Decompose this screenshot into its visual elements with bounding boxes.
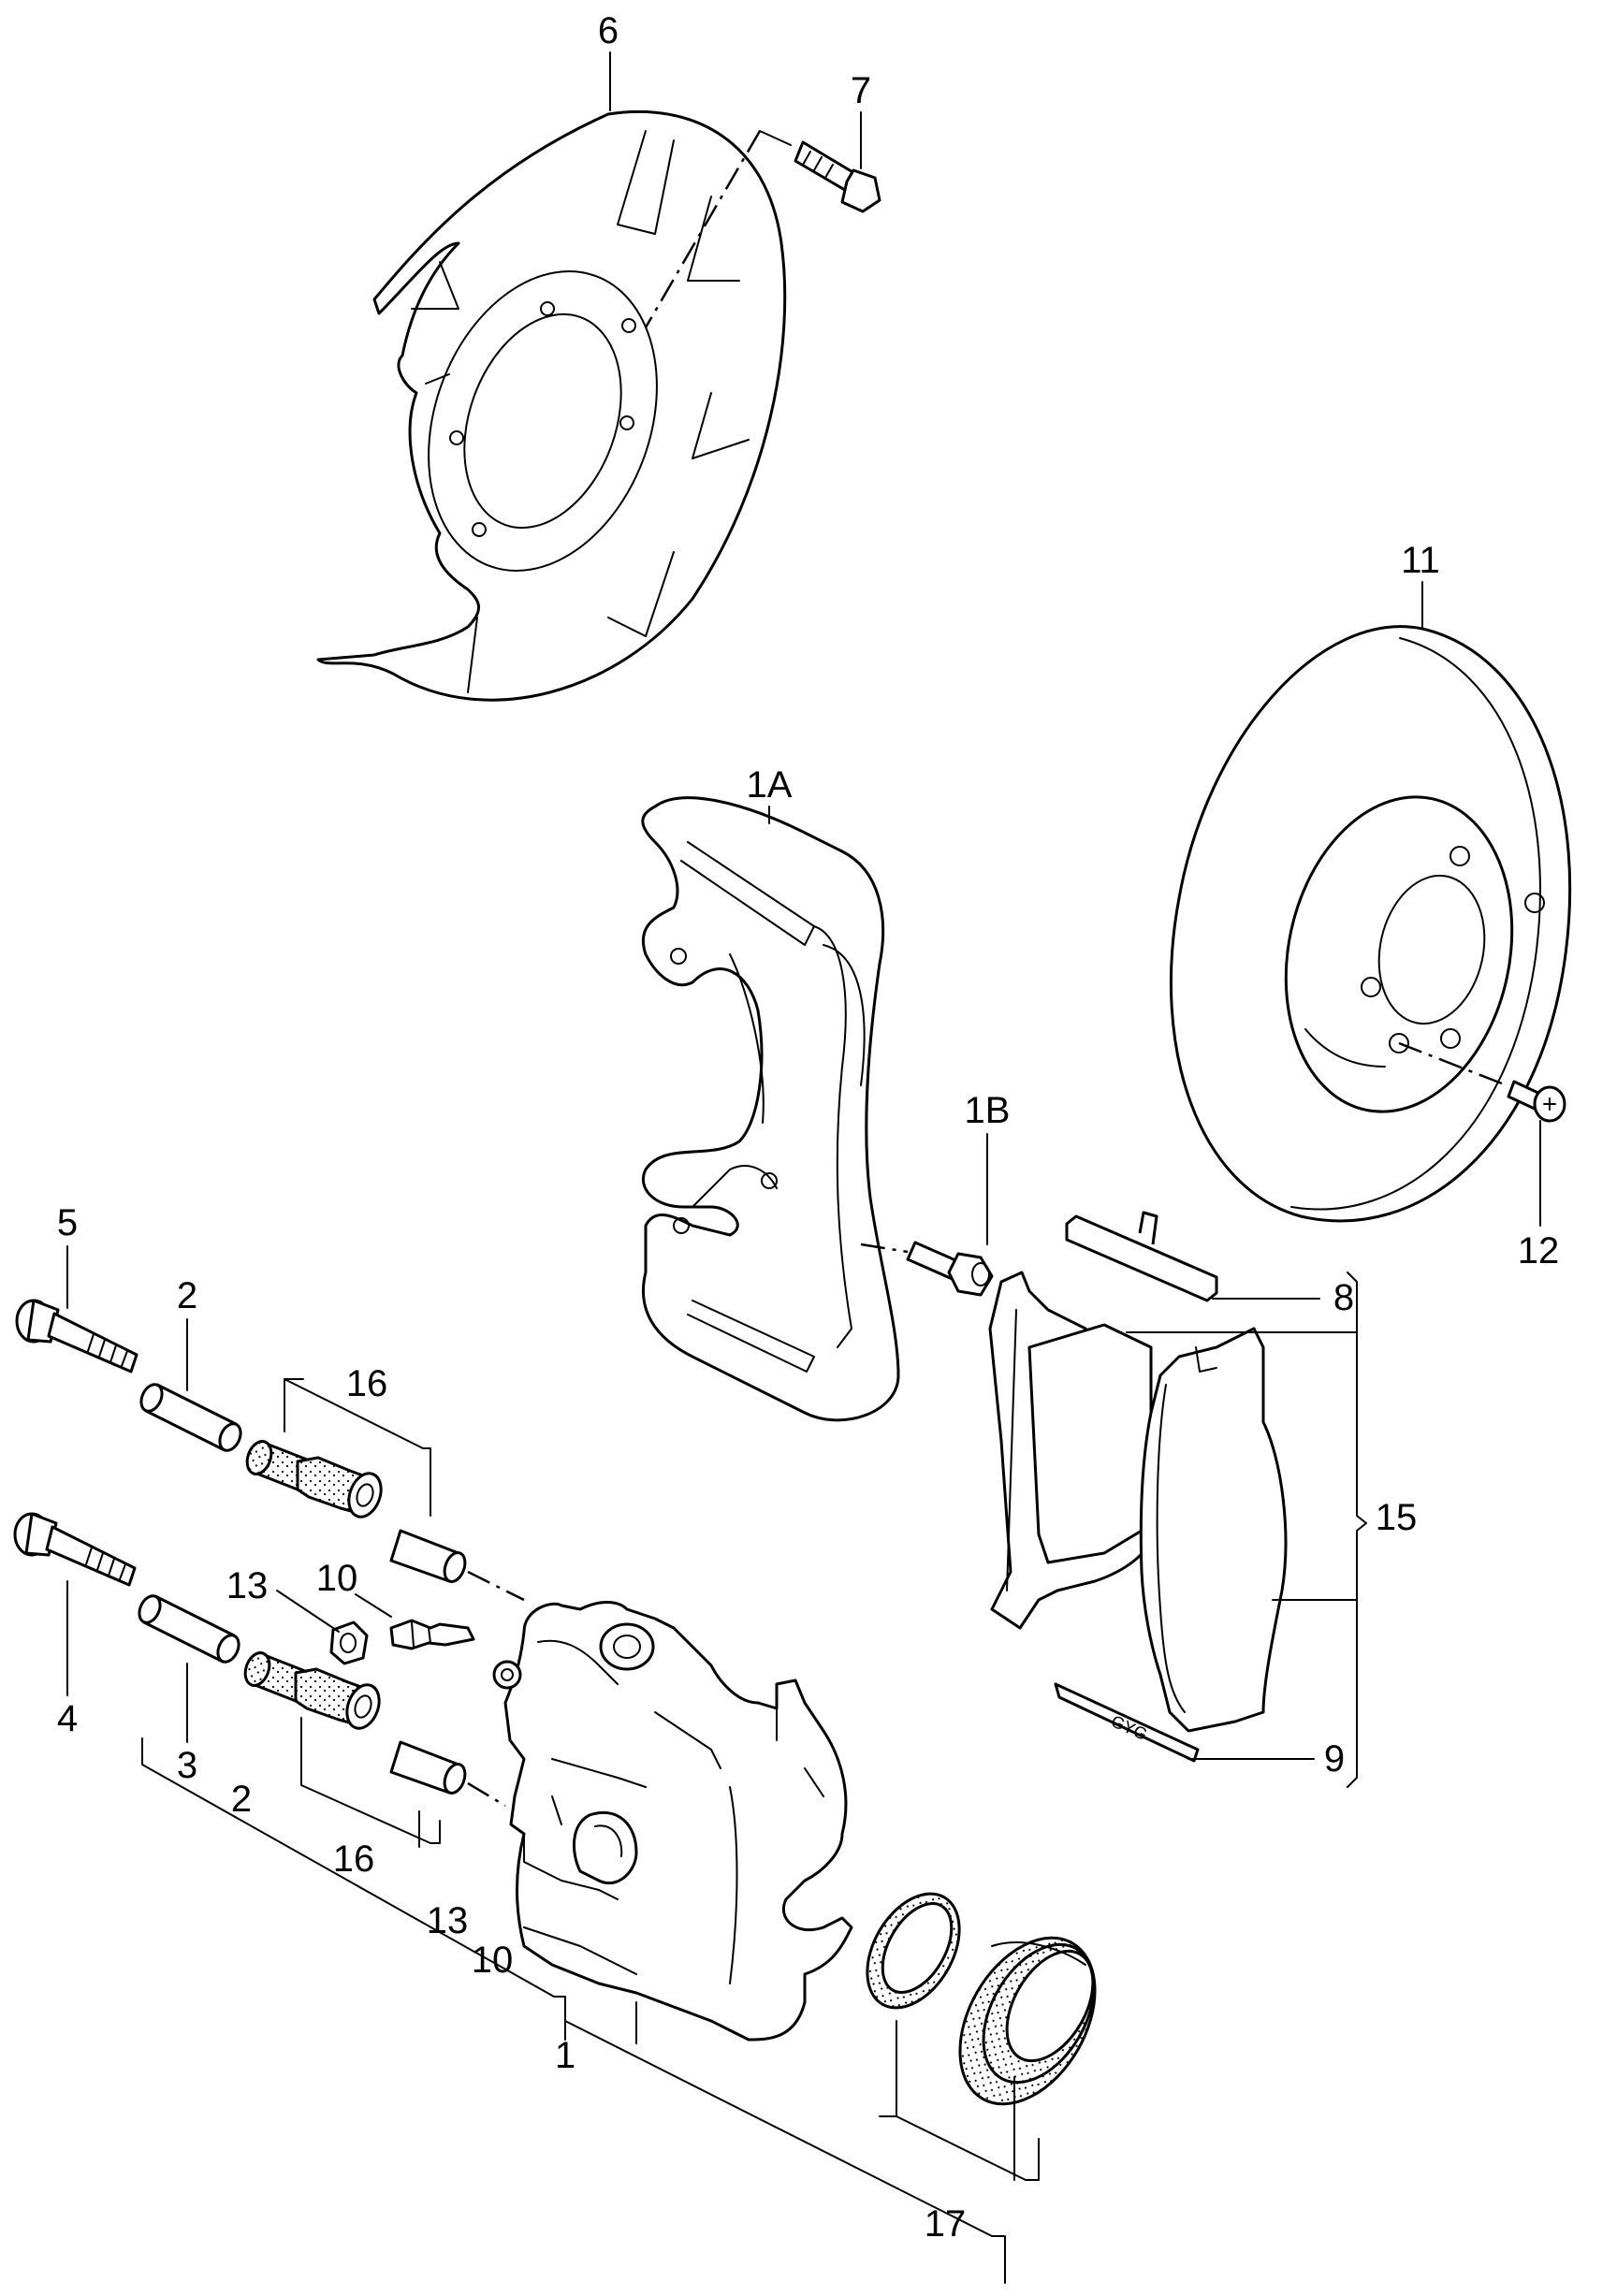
- callout-1A: 1A: [747, 764, 793, 806]
- axis-bushing-bottom: [467, 1781, 506, 1808]
- callout-11: 11: [1401, 540, 1440, 581]
- bushing-16-top: [245, 1440, 383, 1519]
- callout-2-bottom: 2: [231, 1779, 252, 1820]
- splash-shield: [316, 109, 787, 702]
- callout-4: 4: [57, 1698, 78, 1739]
- leader-10-top: [355, 1593, 392, 1618]
- callout-5: 5: [57, 1202, 78, 1243]
- bushing-16-bottom: [243, 1651, 381, 1730]
- callout-15: 15: [1376, 1497, 1418, 1538]
- piston-seal: [866, 1892, 961, 2010]
- pad-spring-9: GYG: [1054, 1682, 1200, 1763]
- callout-13-top: 13: [226, 1565, 269, 1606]
- axis-12: [1398, 1041, 1508, 1087]
- sleeve-cap-bottom: [389, 1740, 467, 1795]
- bolt-7: [794, 140, 881, 213]
- caliper-housing: [492, 1601, 853, 2042]
- callout-3: 3: [177, 1745, 197, 1786]
- callout-10-bottom: 10: [472, 1940, 514, 1981]
- axis-1B: [860, 1242, 909, 1254]
- callout-12: 12: [1518, 1230, 1560, 1272]
- caliper-carrier: [641, 796, 900, 1422]
- callout-7: 7: [851, 70, 871, 111]
- callout-6: 6: [598, 10, 619, 51]
- bracket-15: [1347, 1272, 1367, 1788]
- guide-bolt-5: [15, 1299, 138, 1373]
- bolt-1B: [906, 1241, 994, 1297]
- bracket-1-right: [564, 2020, 1006, 2284]
- guide-sleeve-3: [138, 1594, 240, 1664]
- callout-9: 9: [1324, 1738, 1345, 1780]
- bleeder-cap-13: [329, 1620, 369, 1665]
- callout-16-bottom: 16: [333, 1838, 375, 1880]
- leader-13-top: [276, 1590, 340, 1633]
- sleeve-cap-top: [389, 1529, 467, 1583]
- callout-8: 8: [1333, 1277, 1354, 1318]
- guide-bolt-4: [13, 1512, 137, 1587]
- pad-clip-8: [1065, 1211, 1218, 1302]
- dust-boot: [958, 1936, 1097, 2106]
- callout-16-top: 16: [346, 1363, 388, 1404]
- bracket-16-top: [284, 1378, 431, 1517]
- bleeder-valve-10: [389, 1619, 475, 1650]
- guide-sleeve-2-top: [139, 1383, 242, 1452]
- bracket-17: [879, 2020, 1040, 2181]
- brake-disc: [1169, 625, 1572, 1223]
- callout-17: 17: [925, 2203, 967, 2245]
- axis-7: [644, 130, 762, 328]
- callout-2-top: 2: [177, 1275, 197, 1316]
- axis-bushing-top: [467, 1570, 525, 1602]
- bracket-1-left: [141, 1737, 566, 2022]
- brake-pad-outer: [1139, 1327, 1288, 1733]
- callout-1: 1: [555, 2035, 575, 2076]
- brake-pad-inner: [988, 1271, 1153, 1630]
- callout-10-top: 10: [316, 1558, 358, 1599]
- callout-13-bottom: 13: [427, 1900, 469, 1941]
- callout-1B: 1B: [965, 1090, 1011, 1131]
- pad-marking-text: GYG: [1108, 1711, 1150, 1744]
- screw-12: [1507, 1080, 1566, 1123]
- bracket-16-bottom: [300, 1717, 441, 1844]
